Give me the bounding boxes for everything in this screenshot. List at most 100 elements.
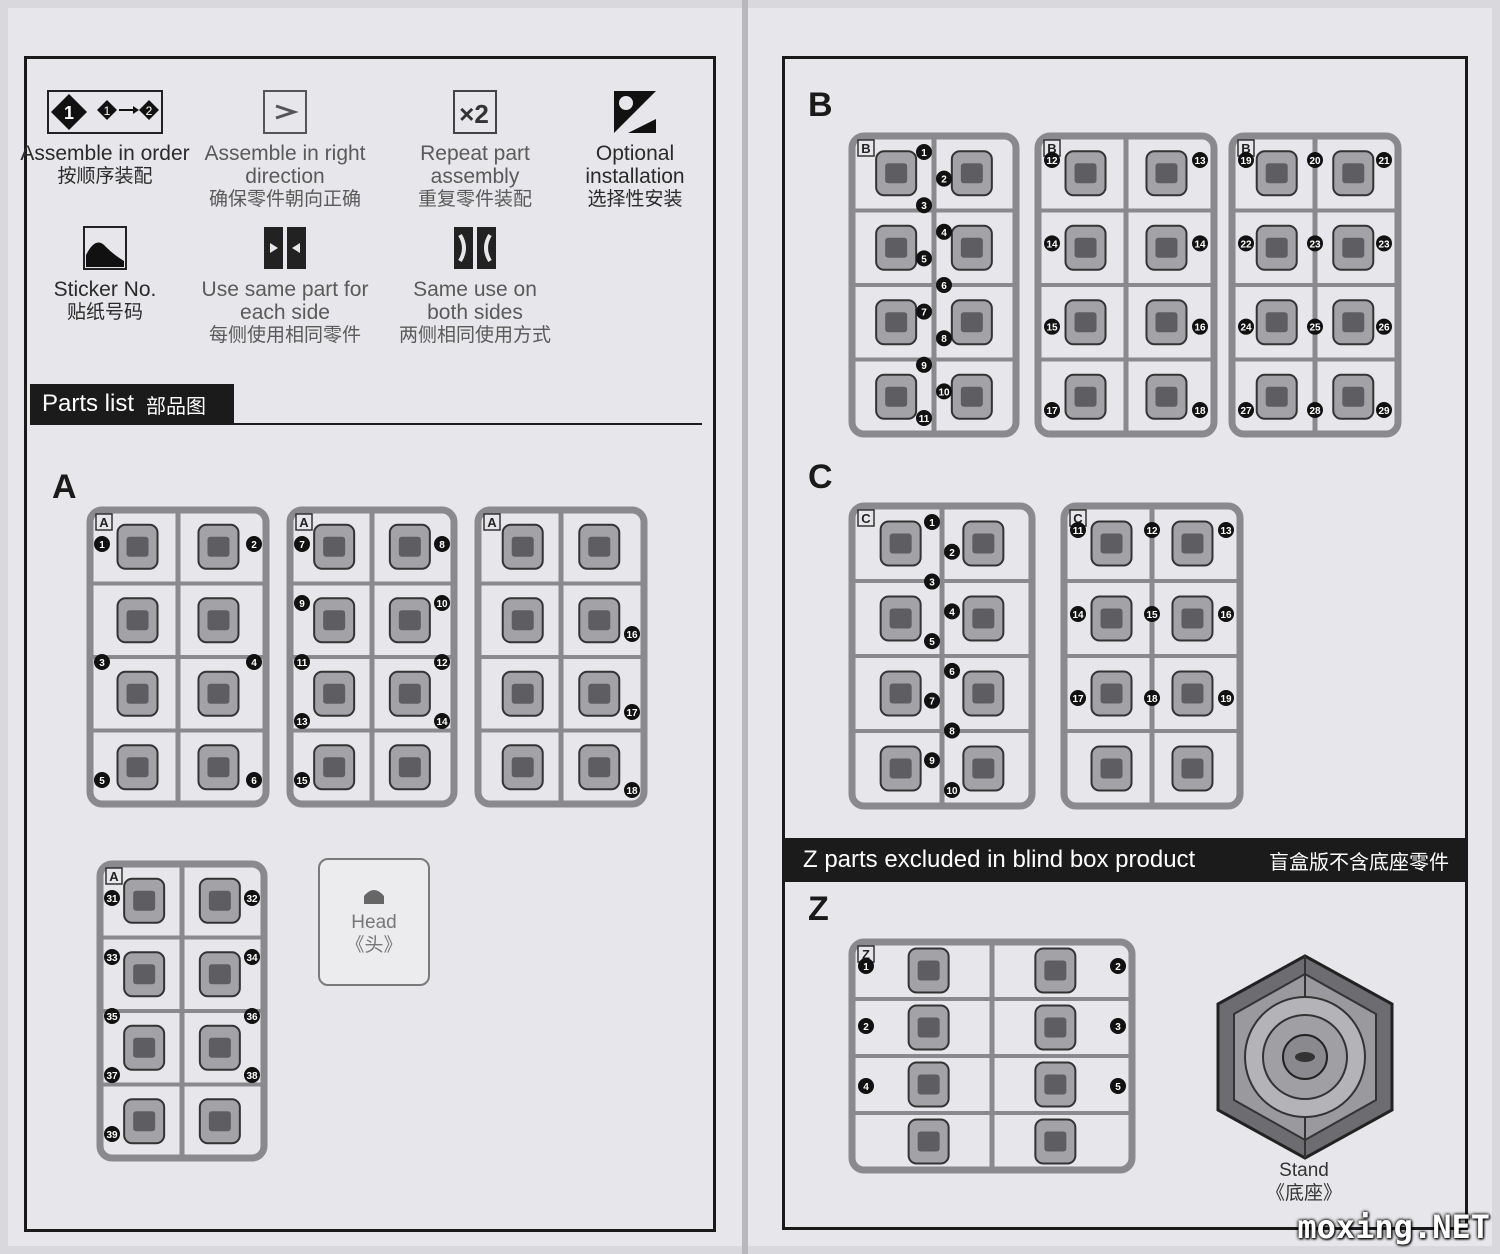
- part-number-marker: [104, 949, 120, 965]
- part-detail: [960, 386, 983, 407]
- part-number-marker: [104, 1126, 120, 1142]
- watermark: moxing.NET: [1297, 1208, 1490, 1246]
- part-detail: [917, 960, 940, 981]
- legend-label-zh: 每侧使用相同零件: [208, 324, 361, 346]
- part-number-marker: [1376, 402, 1392, 418]
- part-number: 28: [1309, 406, 1321, 417]
- part-detail: [126, 757, 149, 778]
- part-detail: [398, 683, 421, 704]
- part-detail: [960, 237, 983, 258]
- part-detail: [588, 757, 611, 778]
- part-number-marker: [1144, 690, 1160, 706]
- part-number-marker: [244, 949, 260, 965]
- part-number-marker: [1238, 402, 1254, 418]
- stand-image: [1212, 952, 1398, 1167]
- part-number: 10: [946, 786, 958, 797]
- runner-letter-b: B: [808, 86, 833, 124]
- part-detail: [398, 610, 421, 631]
- page-fold: [742, 0, 748, 1254]
- head-note: Head 《头》: [318, 858, 430, 986]
- part-number-marker: [624, 704, 640, 720]
- part-detail: [972, 758, 995, 779]
- part-number: 2: [949, 548, 955, 559]
- assemble-order-icon: 1 1 2: [20, 88, 190, 136]
- part-number-marker: [944, 782, 960, 798]
- z-parts-label: Z parts excluded in blind box product: [803, 846, 1196, 873]
- runner-tag: [857, 509, 875, 527]
- legend-assemble-order: 1 1 2 Assemble in order 按顺序装配: [20, 88, 190, 188]
- part-number: 5: [99, 776, 105, 787]
- part-detail: [1044, 960, 1067, 981]
- part-detail: [917, 1131, 940, 1152]
- part-detail: [960, 163, 983, 184]
- sticker-icon: [20, 224, 190, 272]
- part-number: 36: [246, 1012, 258, 1023]
- part-detail: [1074, 237, 1097, 258]
- part-detail: [917, 1017, 940, 1038]
- legend-label-en: Same use on both sides: [413, 278, 537, 324]
- part-number: 12: [436, 658, 448, 669]
- part-number-marker: [1218, 690, 1234, 706]
- same-part-icon: [200, 224, 370, 272]
- stand-caption: Stand 《底座》: [1254, 1160, 1354, 1204]
- part-number: 12: [1146, 526, 1158, 537]
- runner-tag-letter: Z: [862, 947, 870, 962]
- legend-label-en: Use same part for each side: [201, 278, 369, 324]
- part-number: 2: [863, 1022, 869, 1033]
- part-detail: [1181, 683, 1204, 704]
- part-number-marker: [916, 144, 932, 160]
- part-detail: [1265, 312, 1288, 333]
- part-detail: [207, 757, 230, 778]
- runner-tag-letter: A: [109, 869, 119, 884]
- part-detail: [885, 386, 908, 407]
- part-number: 14: [1046, 239, 1058, 250]
- part-number: 8: [949, 726, 955, 737]
- part-number: 6: [251, 776, 257, 787]
- runner-tag: [105, 867, 123, 885]
- part-number: 32: [246, 894, 258, 905]
- legend-label-en: Repeat part assembly: [420, 142, 530, 188]
- part-number: 9: [929, 756, 935, 767]
- part-detail: [1100, 533, 1123, 554]
- part-number-marker: [294, 536, 310, 552]
- part-number-marker: [294, 772, 310, 788]
- part-detail: [1342, 386, 1365, 407]
- part-number: 5: [921, 254, 927, 265]
- legend-label-en: Optional installation: [585, 142, 685, 188]
- part-number-marker: [1044, 402, 1060, 418]
- optional-icon: [550, 88, 720, 136]
- part-number-marker: [924, 752, 940, 769]
- part-number: 34: [246, 953, 258, 964]
- part-detail: [323, 683, 346, 704]
- part-detail: [1074, 163, 1097, 184]
- part-number-marker: [916, 303, 932, 320]
- part-number: 6: [949, 667, 955, 678]
- part-number-marker: [1192, 318, 1208, 335]
- part-number: 20: [1309, 156, 1321, 167]
- legend-label-zh: 按顺序装配: [57, 165, 153, 187]
- part-number: 13: [1194, 156, 1206, 167]
- part-number-marker: [936, 223, 952, 240]
- part-number: 18: [1146, 694, 1158, 705]
- part-number: 29: [1378, 406, 1390, 417]
- part-number-marker: [916, 410, 932, 426]
- part-number: 11: [297, 658, 308, 669]
- part-number-marker: [244, 1067, 260, 1083]
- part-number-marker: [294, 595, 310, 611]
- part-number-marker: [1238, 235, 1254, 252]
- part-detail: [1074, 386, 1097, 407]
- part-detail: [1342, 237, 1365, 258]
- part-number-marker: [1110, 958, 1126, 974]
- part-number: 21: [1378, 156, 1390, 167]
- runner-tag: [95, 513, 113, 531]
- legend-label-en: Sticker No.: [53, 278, 157, 301]
- part-number-marker: [1376, 152, 1392, 168]
- part-number: 11: [1073, 526, 1084, 537]
- part-number: 10: [436, 599, 448, 610]
- part-detail: [1155, 312, 1178, 333]
